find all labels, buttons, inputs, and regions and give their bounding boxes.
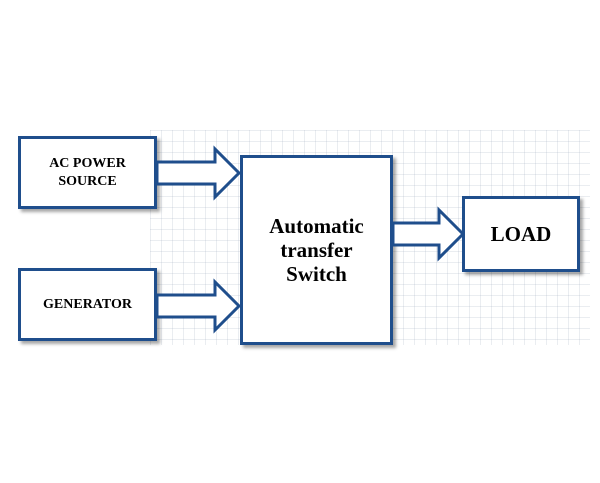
automatic-transfer-switch-label: Automatic transfer Switch — [269, 214, 364, 286]
arrow-generator-to-switch — [155, 278, 242, 334]
arrow-ac-to-switch — [155, 145, 242, 201]
arrow-switch-to-load — [391, 206, 466, 262]
generator-label: GENERATOR — [43, 296, 132, 312]
ac-power-source-label: AC POWER SOURCE — [49, 155, 126, 189]
automatic-transfer-switch-block: Automatic transfer Switch — [240, 155, 393, 345]
ac-power-source-block: AC POWER SOURCE — [18, 136, 157, 209]
generator-block: GENERATOR — [18, 268, 157, 341]
load-label: LOAD — [490, 222, 552, 246]
load-block: LOAD — [462, 196, 580, 272]
